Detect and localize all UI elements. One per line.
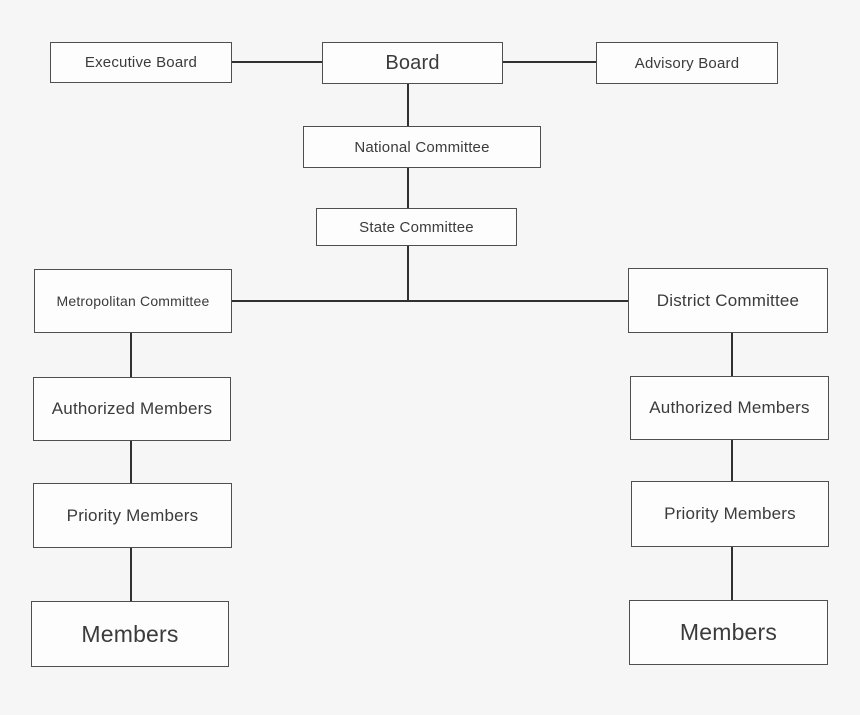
node-label: Priority Members xyxy=(664,504,796,523)
node-authorized-members-right: Authorized Members xyxy=(630,376,829,440)
connector-district-to-authorized xyxy=(731,333,733,376)
node-district-committee: District Committee xyxy=(628,268,828,333)
node-label: Members xyxy=(81,620,179,647)
node-label: National Committee xyxy=(354,138,490,156)
node-label: Priority Members xyxy=(66,505,199,525)
node-metropolitan-committee: Metropolitan Committee xyxy=(34,269,232,333)
node-authorized-members-left: Authorized Members xyxy=(33,377,231,441)
node-label: Authorized Members xyxy=(649,398,810,417)
connector-metropolitan-to-authorized xyxy=(130,333,132,377)
connector-national-to-state-committee xyxy=(407,168,409,208)
connector-branch-horizontal xyxy=(232,300,628,302)
node-members-left: Members xyxy=(31,601,229,667)
node-executive-board: Executive Board xyxy=(50,42,232,83)
node-label: State Committee xyxy=(359,218,474,236)
node-members-right: Members xyxy=(629,600,828,665)
connector-authorized-to-priority-right xyxy=(731,440,733,481)
node-label: Executive Board xyxy=(84,54,198,71)
node-state-committee: State Committee xyxy=(316,208,517,246)
connector-executive-board-to-board xyxy=(232,61,322,63)
connector-priority-to-members-left xyxy=(130,548,132,601)
node-board: Board xyxy=(322,42,503,84)
node-national-committee: National Committee xyxy=(303,126,541,168)
node-label: District Committee xyxy=(656,290,800,310)
node-label: Metropolitan Committee xyxy=(56,293,210,309)
node-label: Members xyxy=(679,619,778,645)
connector-board-to-national-committee xyxy=(407,84,409,126)
connector-priority-to-members-right xyxy=(731,547,733,600)
node-advisory-board: Advisory Board xyxy=(596,42,778,84)
connector-board-to-advisory-board xyxy=(503,61,596,63)
node-label: Board xyxy=(385,51,440,74)
node-label: Authorized Members xyxy=(51,399,213,418)
connector-authorized-to-priority-left xyxy=(130,441,132,483)
node-priority-members-right: Priority Members xyxy=(631,481,829,547)
node-priority-members-left: Priority Members xyxy=(33,483,232,548)
connector-state-committee-to-branch xyxy=(407,246,409,302)
node-label: Advisory Board xyxy=(634,54,740,72)
